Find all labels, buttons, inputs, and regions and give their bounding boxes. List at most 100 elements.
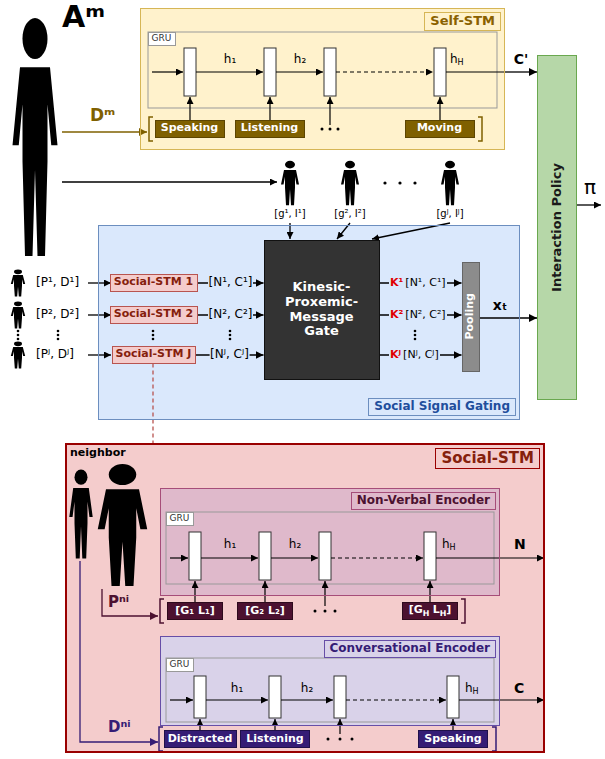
box-label: Speaking: [161, 122, 218, 135]
ellipsis-dot: [229, 330, 232, 333]
input-symbol: Dⁿⁱ: [108, 719, 131, 736]
ellipsis-dot: [413, 181, 416, 184]
box-label: H: [440, 609, 447, 618]
ellipsis-dot: [17, 338, 20, 341]
recurrent-arrow: [276, 71, 323, 72]
neighbor-cue: [g¹, I¹]: [274, 208, 305, 219]
edge-label: [Nᴶ, Cᴶ]: [209, 348, 250, 362]
neighbor-cue: [gᴶ, Iᴶ]: [436, 208, 463, 220]
state-box: Speaking: [418, 730, 488, 748]
box-content: Social-STM 1: [114, 276, 193, 289]
input-arrow: [189, 97, 190, 120]
hidden-state-label: h₁: [224, 53, 236, 67]
box-content: [G₂ L₂]: [245, 605, 285, 618]
panel-title-tab: Self-STM: [424, 12, 501, 31]
gate-box: Kinesic-Proxemic-Message Gate: [264, 240, 380, 380]
box-content: GRU: [152, 33, 172, 43]
neighbor-cue: [g¹, I¹]: [274, 208, 305, 220]
gru-tag: GRU: [166, 658, 194, 672]
box-content: Listening: [241, 122, 298, 135]
box-label: GRU: [170, 659, 190, 669]
gru-frame: [148, 32, 497, 722]
recurrent-arrow: [206, 699, 268, 700]
hidden-state: [434, 48, 446, 96]
box-content: Social-STM J: [116, 348, 192, 361]
recurrent-arrow: [152, 72, 544, 700]
output-symbol: C: [514, 680, 524, 696]
panel-ground: [160, 488, 500, 596]
hidden-state: [269, 676, 281, 718]
hidden-state-label: h₂: [289, 537, 301, 551]
hidden-state: [184, 48, 196, 96]
signal-arrow: [88, 314, 111, 315]
ellipsis-dot: [327, 738, 330, 741]
signal-arrow: [88, 282, 111, 283]
box-content: Moving: [417, 122, 462, 135]
recurrent-arrow: [346, 699, 446, 700]
activity-box: Moving: [405, 120, 475, 138]
box-label: Kinesic-Proxemic-Message Gate: [271, 280, 373, 340]
self-stm-panel: Self-STM GRU Speaking Listening Moving: [140, 8, 505, 150]
sequence-bracket: [478, 117, 482, 141]
panel-ground: [160, 636, 500, 726]
ellipsis-dot: [351, 738, 354, 741]
recurrent-arrow: [281, 699, 333, 700]
neighbor-input: [Pᴶ, Dᴶ]: [36, 348, 74, 362]
person-figure: [11, 341, 25, 368]
box-label: Pooling: [464, 293, 477, 339]
box-label: Distracted: [168, 733, 233, 746]
panel-title-tab: Non-Verbal Encoder: [351, 492, 496, 510]
box-label: [G: [409, 603, 423, 616]
subscript: H: [473, 687, 479, 696]
gru-frame: [166, 512, 494, 584]
ellipsis-dot: [229, 334, 232, 337]
sequence-bracket: [149, 117, 496, 751]
edge-label: [N², C²]: [208, 307, 254, 321]
ellipsis-dot: [339, 738, 342, 741]
box-content: [G₁ L₁]: [175, 605, 215, 618]
input-arrow: [199, 719, 200, 730]
pooling-box: Pooling: [462, 262, 480, 372]
hidden-state: [259, 532, 271, 580]
hidden-state: [319, 532, 331, 580]
input-arrow: [329, 97, 330, 125]
person-figure: [13, 18, 58, 256]
hidden-state: [324, 48, 336, 96]
cue-box: [G₁ L₁]: [167, 602, 223, 620]
hidden-state-label: h: [465, 682, 473, 696]
person-figure: [441, 161, 459, 205]
social-stm-box: Social-STM J: [112, 346, 196, 364]
sequence-bracket: [160, 599, 164, 623]
cue-box: [GHLH]: [402, 602, 458, 620]
box-content: Speaking: [161, 122, 218, 135]
edge-label: [Nᴶ, Cᴶ]: [209, 347, 250, 361]
box-label: H: [423, 609, 430, 618]
panel-title: Social Signal Gating: [374, 399, 510, 413]
gated-feature: [Nᴶ, Cᴶ]: [402, 349, 440, 362]
signal-arrow: [62, 131, 147, 132]
hidden-state-label: h: [442, 538, 450, 552]
box-label: L: [433, 603, 440, 616]
ellipsis-dot: [57, 338, 60, 341]
recurrent-arrow: [436, 557, 544, 558]
hidden-state: [189, 532, 201, 580]
policy-symbol: π: [584, 175, 596, 199]
sequence-bracket: [149, 117, 153, 141]
state-box: Distracted: [164, 730, 237, 748]
gate-weight: Kᴶ: [389, 348, 402, 361]
signal-arrow: [577, 204, 601, 205]
zoom-link: [152, 364, 153, 444]
person-figure: [69, 470, 92, 559]
box-label: GRU: [170, 513, 190, 523]
signal-arrow: [62, 181, 277, 182]
edge-label: [N¹, C¹]: [208, 276, 254, 290]
hidden-state-label: h: [450, 52, 458, 66]
recurrent-arrow: [271, 557, 318, 558]
gated-feature: [Nᴶ, Cᴶ]: [402, 348, 440, 361]
panel-title: Non-Verbal Encoder: [357, 493, 490, 507]
panel-title-tab: Conversational Encoder: [324, 640, 496, 658]
signal-arrow: [102, 589, 158, 616]
input-arrow: [452, 719, 453, 730]
ellipsis-dot: [17, 330, 20, 333]
person-figure: [11, 301, 25, 328]
